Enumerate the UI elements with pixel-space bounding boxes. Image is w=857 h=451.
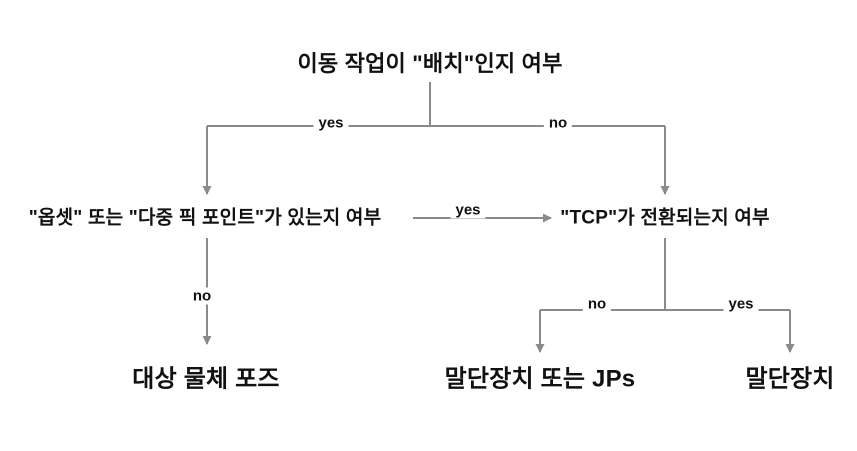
node-offset-question: "옵셋" 또는 "다중 픽 포인트"가 있는지 여부 bbox=[28, 207, 382, 229]
edge-label-offset-yes: yes bbox=[450, 201, 486, 219]
node-root-question: 이동 작업이 "배치"인지 여부 bbox=[297, 51, 563, 76]
edge-label-tcp-no: no bbox=[582, 295, 612, 313]
node-tcp-question: "TCP"가 전환되는지 여부 bbox=[560, 207, 770, 229]
node-end-effector: 말단장치 bbox=[745, 365, 835, 393]
edge-label-root-yes: yes bbox=[313, 114, 349, 132]
node-end-effector-or-jps: 말단장치 또는 JPs bbox=[444, 365, 636, 393]
edge-label-tcp-yes: yes bbox=[723, 295, 759, 313]
node-target-pose: 대상 물체 포즈 bbox=[132, 365, 280, 393]
edge-label-offset-no: no bbox=[187, 287, 217, 305]
edge-label-root-no: no bbox=[543, 114, 573, 132]
